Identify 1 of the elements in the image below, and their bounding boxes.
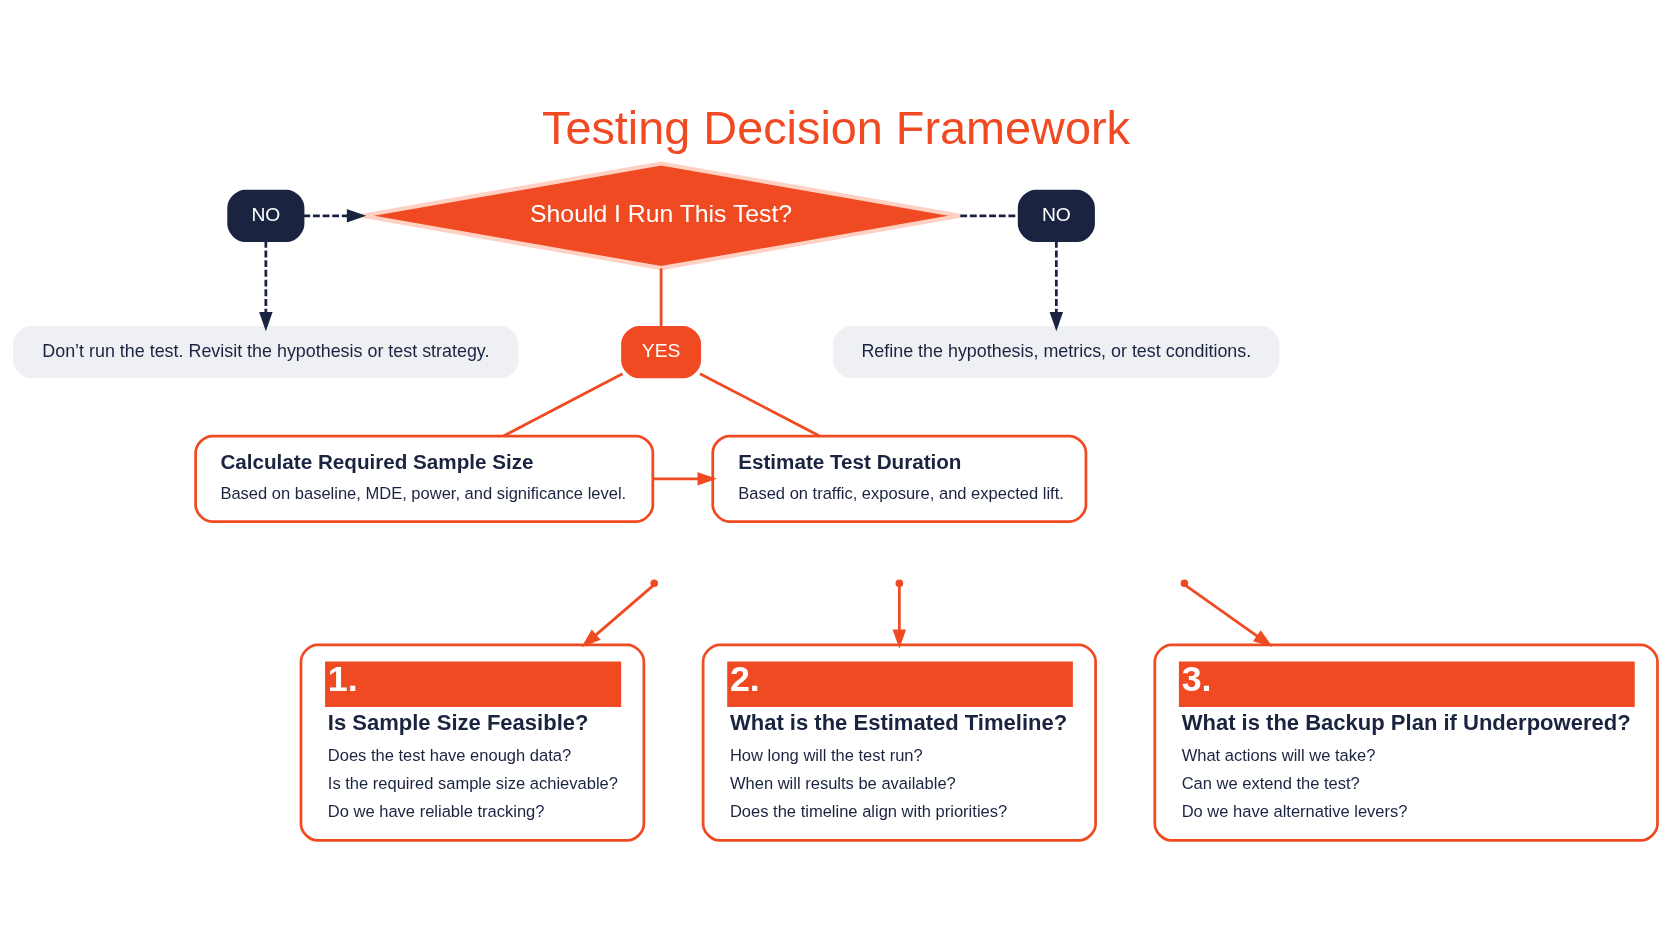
diagram-title: Testing Decision Framework [542, 101, 1130, 154]
